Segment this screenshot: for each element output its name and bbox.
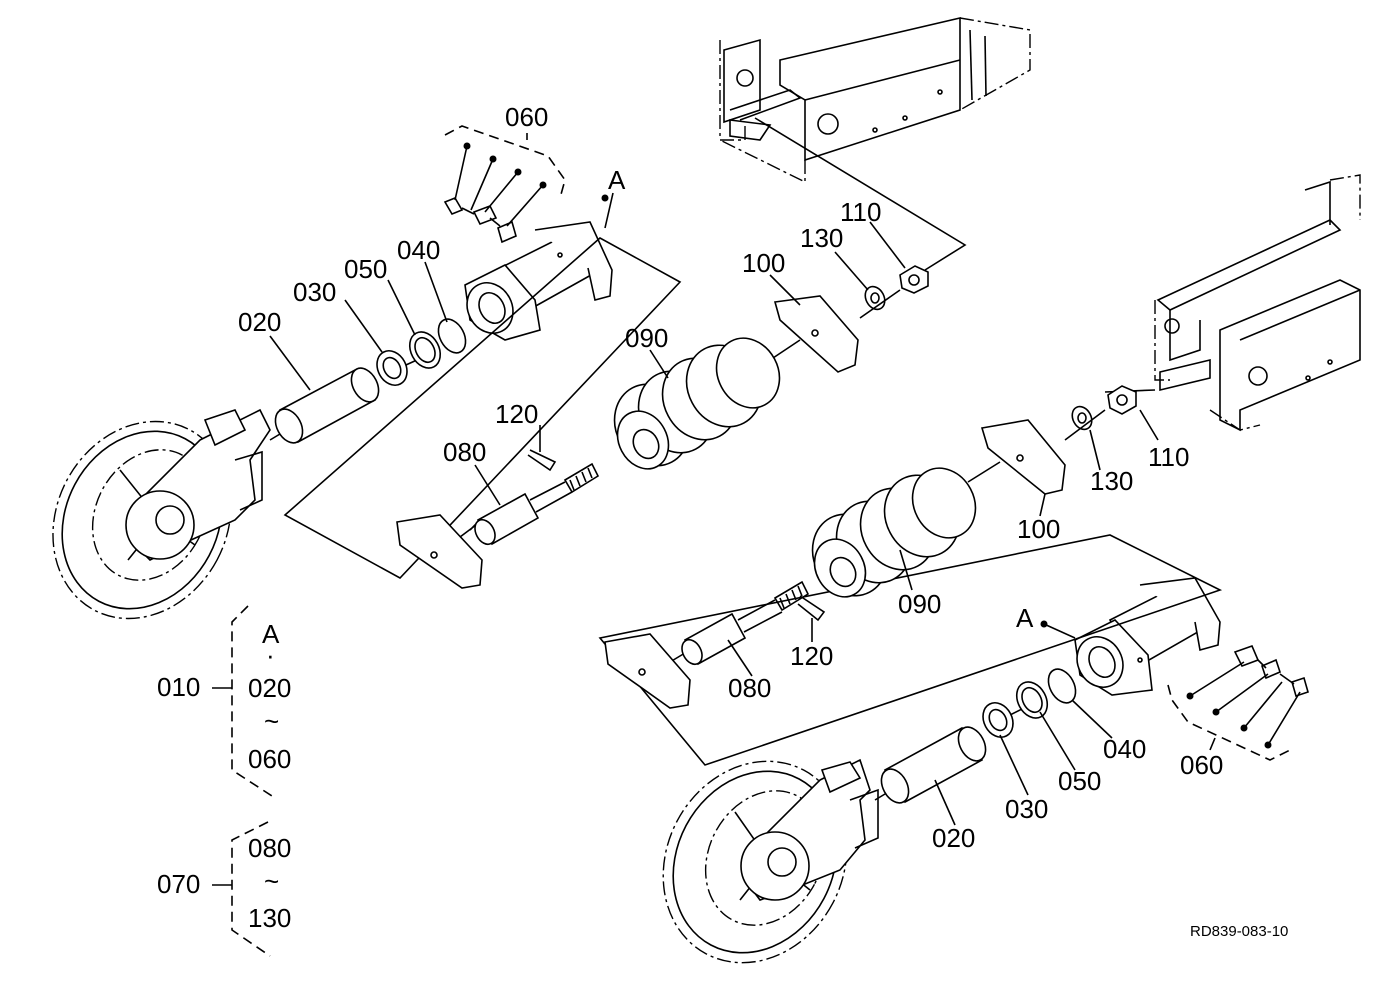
legend-010-dot: · (266, 640, 275, 670)
callout-030-right: 030 (1005, 794, 1048, 824)
frame-link-line-left (754, 117, 967, 271)
nut-110-left (899, 265, 929, 294)
legend-070-tilde: ~ (264, 866, 279, 896)
callout-090-right: 090 (898, 589, 941, 619)
pin-120-right (797, 595, 826, 622)
callout-080-left: 080 (443, 437, 486, 467)
callout-130-left: 130 (800, 223, 843, 253)
nut-110-right (1107, 385, 1137, 415)
callout-120-left: 120 (495, 399, 538, 429)
spring-090-left (613, 337, 781, 470)
callout-100-left: 100 (742, 248, 785, 278)
legend-010-tilde: ~ (264, 706, 279, 736)
legend-group-070: 070 080 ~ 130 (157, 821, 291, 957)
tension-housing-right (1074, 577, 1221, 696)
rod-080-left (439, 462, 600, 553)
legend-group-010: 010 A · 020 ~ 060 (157, 605, 291, 797)
callout-110-left: 110 (840, 197, 881, 227)
plate-100-left-lower (396, 514, 483, 589)
legend-010-from: 020 (248, 673, 291, 703)
callout-110-right: 110 (1148, 442, 1189, 472)
bushing-020-right (880, 726, 987, 804)
callout-040-left: 040 (397, 235, 440, 265)
assembly-outline-right (598, 534, 1223, 766)
oring-040-left (437, 318, 467, 354)
callout-050-left: 050 (344, 254, 387, 284)
grease-fitting-060-right (1167, 644, 1309, 761)
grease-fitting-060-left (443, 125, 566, 244)
legend-010-to: 060 (248, 744, 291, 774)
legend-070-from: 080 (248, 833, 291, 863)
idler-wheel-right (662, 758, 879, 964)
callout-130-right: 130 (1090, 466, 1133, 496)
plate-100-right-lower (604, 633, 691, 709)
callout-100-right: 100 (1017, 514, 1060, 544)
plate-100-left-upper (773, 295, 859, 373)
plate-100-right-upper (980, 419, 1066, 495)
callout-050-right: 050 (1058, 766, 1101, 796)
assembly-outline-left (283, 237, 682, 579)
callout-060-left: 060 (505, 102, 548, 132)
axis-line-right-rear (967, 409, 1106, 483)
legend-010-top: A (262, 619, 280, 649)
rod-080-right (659, 580, 810, 669)
idler-wheel-left (52, 408, 271, 620)
callout-120-right: 120 (790, 641, 833, 671)
legend-010-id: 010 (157, 672, 200, 702)
callout-060-right: 060 (1180, 750, 1223, 780)
callout-080-right: 080 (728, 673, 771, 703)
bushing-020-left (274, 367, 380, 444)
legend-070-id: 070 (157, 869, 200, 899)
ring-050-left (408, 331, 442, 369)
callout-a-right: A (1016, 603, 1034, 633)
pin-120-left (527, 449, 557, 472)
callout-a-left: A (608, 165, 626, 195)
legend-070-to: 130 (248, 903, 291, 933)
callout-020-left: 020 (238, 307, 281, 337)
axis-line-left-rear (769, 289, 901, 361)
callout-090-left: 090 (625, 323, 668, 353)
washer-130-right (1071, 405, 1093, 431)
oring-040-right (1047, 668, 1077, 704)
leader-lines (269, 133, 1216, 826)
tension-housing-left (464, 221, 613, 341)
callout-030-left: 030 (293, 277, 336, 307)
spring-090-right (811, 467, 977, 598)
drawing-code: RD839-083-10 (1190, 923, 1288, 940)
seal-030-left (376, 350, 408, 386)
track-frame-lower (1154, 174, 1361, 432)
callout-040-right: 040 (1103, 734, 1146, 764)
track-frame-upper (719, 16, 1031, 184)
seal-030-right (982, 702, 1014, 738)
ring-050-right (1015, 681, 1049, 719)
callout-020-right: 020 (932, 823, 975, 853)
